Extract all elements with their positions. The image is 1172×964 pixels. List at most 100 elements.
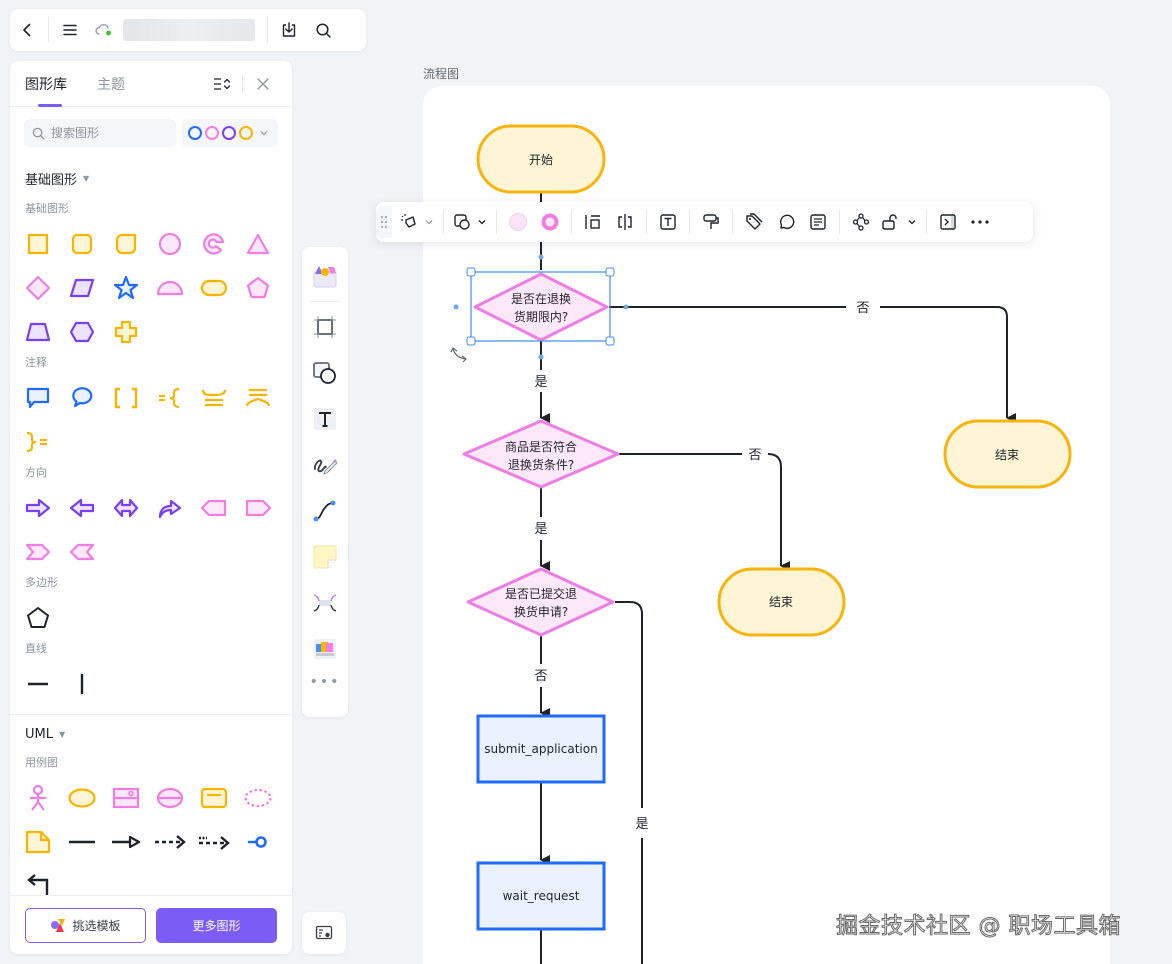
- lock-button[interactable]: [877, 206, 921, 238]
- node-q2[interactable]: 商品是否符合 退换货条件?: [462, 419, 620, 489]
- section-basic-shapes[interactable]: 基础图形▼: [25, 169, 277, 188]
- shape-search-input[interactable]: [51, 126, 161, 140]
- tool-connector[interactable]: [305, 488, 345, 534]
- shape-hexagon[interactable]: [60, 310, 104, 354]
- frame-title[interactable]: 流程图: [423, 67, 460, 81]
- shape-brace-right[interactable]: [16, 420, 60, 464]
- shape-triangle[interactable]: [236, 222, 280, 266]
- text-style-button[interactable]: [652, 206, 684, 238]
- shape-arrow-left[interactable]: [60, 486, 104, 530]
- shape-dependency-arrow[interactable]: [148, 820, 192, 864]
- shape-diamond[interactable]: [16, 266, 60, 310]
- shape-trapezoid[interactable]: [16, 310, 60, 354]
- more-shapes-button[interactable]: 更多图形: [156, 907, 277, 943]
- search-button[interactable]: [306, 14, 340, 46]
- connect-point-left[interactable]: [453, 304, 459, 310]
- resize-handle-tr[interactable]: [605, 267, 615, 277]
- shape-note[interactable]: [16, 820, 60, 864]
- resize-handle-br[interactable]: [605, 336, 615, 346]
- shape-half-circle[interactable]: [148, 266, 192, 310]
- shape-brace-top[interactable]: [192, 376, 236, 420]
- shape-pill[interactable]: [192, 266, 236, 310]
- shape-arrow-both[interactable]: [104, 486, 148, 530]
- border-color-button[interactable]: [534, 206, 566, 238]
- rotate-handle-icon[interactable]: [450, 347, 467, 363]
- shape-parallelogram[interactable]: [60, 266, 104, 310]
- node-submit-application[interactable]: submit_application: [476, 714, 606, 784]
- color-theme-picker[interactable]: [182, 119, 278, 147]
- shape-divided-circle[interactable]: [148, 776, 192, 820]
- node-start[interactable]: 开始: [476, 124, 606, 194]
- connect-point-right[interactable]: [623, 304, 629, 310]
- tool-text[interactable]: [305, 396, 345, 442]
- shape-system-box[interactable]: [104, 776, 148, 820]
- note-button[interactable]: [802, 206, 834, 238]
- shape-include-arrow[interactable]: [192, 820, 236, 864]
- comment-button[interactable]: [770, 206, 802, 238]
- node-wait-request[interactable]: wait_request: [476, 861, 606, 931]
- connect-point-bottom[interactable]: [538, 354, 544, 360]
- choose-template-button[interactable]: 挑选模板: [25, 907, 146, 943]
- shape-line-vertical[interactable]: [60, 662, 104, 706]
- shape-boundary-rect[interactable]: [192, 776, 236, 820]
- shape-actor[interactable]: [16, 776, 60, 820]
- tab-theme[interactable]: 主题: [97, 61, 125, 107]
- shape-type-button[interactable]: [449, 206, 491, 238]
- shape-star[interactable]: [104, 266, 148, 310]
- section-uml[interactable]: UML▼: [25, 727, 277, 742]
- shape-brackets[interactable]: [104, 376, 148, 420]
- collapse-all-button[interactable]: [208, 70, 236, 98]
- shape-round-callout[interactable]: [60, 376, 104, 420]
- shape-rounded-square[interactable]: [60, 222, 104, 266]
- shape-tag-right[interactable]: [236, 486, 280, 530]
- format-painter-button[interactable]: [695, 206, 727, 238]
- resize-handle-tl[interactable]: [466, 267, 476, 277]
- tool-sticky-note[interactable]: [305, 534, 345, 580]
- shape-dashed-ellipse[interactable]: [236, 776, 280, 820]
- shape-brace-bottom[interactable]: [236, 376, 280, 420]
- tool-shape[interactable]: [305, 350, 345, 396]
- shape-return-arrow[interactable]: [16, 864, 60, 908]
- tool-image-gallery[interactable]: [305, 626, 345, 672]
- shape-arrow-right[interactable]: [16, 486, 60, 530]
- tool-mindmap[interactable]: [305, 580, 345, 626]
- back-button[interactable]: [10, 14, 44, 46]
- more-tools-button[interactable]: •••: [309, 674, 341, 690]
- shape-pacman[interactable]: [192, 222, 236, 266]
- tool-frame[interactable]: [305, 304, 345, 350]
- menu-button[interactable]: [53, 14, 87, 46]
- tab-shape-library[interactable]: 图形库: [25, 61, 67, 107]
- shape-square[interactable]: [16, 222, 60, 266]
- link-button[interactable]: [845, 206, 877, 238]
- more-options-button[interactable]: [964, 206, 996, 238]
- shape-interface-lollipop[interactable]: [236, 820, 280, 864]
- fill-color-button[interactable]: [502, 206, 534, 238]
- style-brush-button[interactable]: [396, 206, 438, 238]
- resize-handle-bl[interactable]: [466, 336, 476, 346]
- node-q3[interactable]: 是否已提交退 换货申请?: [466, 567, 615, 637]
- shape-polygon[interactable]: [16, 596, 60, 640]
- download-button[interactable]: [272, 14, 306, 46]
- tag-button[interactable]: [738, 206, 770, 238]
- flip-button[interactable]: [609, 206, 641, 238]
- close-panel-button[interactable]: [249, 70, 277, 98]
- sync-status[interactable]: [87, 14, 121, 46]
- shape-use-case[interactable]: [60, 776, 104, 820]
- present-button[interactable]: [932, 206, 964, 238]
- shape-chevron-right[interactable]: [16, 530, 60, 574]
- shape-line-horizontal[interactable]: [16, 662, 60, 706]
- node-end-1[interactable]: 结束: [943, 419, 1072, 489]
- shape-arrow-curved[interactable]: [148, 486, 192, 530]
- toolbar-drag-handle[interactable]: [376, 206, 392, 238]
- shape-search[interactable]: [24, 119, 176, 147]
- shape-leaf-square[interactable]: [104, 222, 148, 266]
- shape-rect-callout[interactable]: [16, 376, 60, 420]
- connect-point-top[interactable]: [538, 254, 544, 260]
- shape-circle[interactable]: [148, 222, 192, 266]
- shape-tag-left[interactable]: [192, 486, 236, 530]
- align-button[interactable]: [577, 206, 609, 238]
- shape-generalization-arrow[interactable]: [104, 820, 148, 864]
- node-end-2[interactable]: 结束: [717, 567, 846, 637]
- tool-pen[interactable]: [305, 442, 345, 488]
- shape-association-line[interactable]: [60, 820, 104, 864]
